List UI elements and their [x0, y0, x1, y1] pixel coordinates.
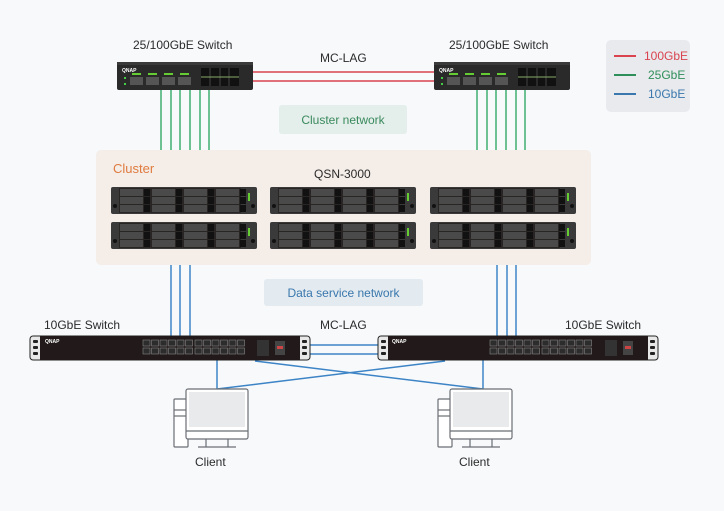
- switch-port: [567, 347, 575, 355]
- switch-port: [515, 347, 523, 355]
- bottom-left-switch-label: 10GbE Switch: [44, 318, 121, 332]
- client-label-left: Client: [195, 455, 226, 469]
- switch-port: [541, 339, 550, 347]
- switch-port: [584, 339, 592, 347]
- switch-port: [532, 347, 540, 355]
- switch-port: [489, 339, 498, 347]
- switch-port: [142, 339, 151, 347]
- right-10gbe-links: [496, 265, 517, 336]
- switch-port: [185, 339, 193, 347]
- switch-port: [567, 339, 575, 347]
- client-links: [216, 360, 484, 390]
- switch-port: [498, 339, 506, 347]
- legend-label-25gbe: 25GbE: [648, 68, 686, 82]
- switch-port: [550, 347, 558, 355]
- left-25gbe-links: [160, 89, 210, 152]
- svg-text:QNAP: QNAP: [45, 339, 60, 345]
- svg-text:QNAP: QNAP: [439, 68, 454, 74]
- svg-text:QNAP: QNAP: [392, 339, 407, 345]
- switch-port: [237, 339, 245, 347]
- switch-port: [550, 339, 558, 347]
- legend-item-100gbe: 100GbE: [614, 49, 688, 63]
- nas-node: [111, 187, 257, 214]
- bottom-left-switch: QNAP: [29, 335, 311, 361]
- switch-port: [220, 339, 228, 347]
- bottom-mc-lag-label: MC-LAG: [320, 318, 367, 332]
- nas-node: [430, 222, 576, 249]
- switch-port: [532, 339, 540, 347]
- switch-port: [523, 339, 532, 347]
- switch-port: [203, 339, 211, 347]
- right-25gbe-links: [476, 89, 526, 152]
- switch-port: [159, 347, 168, 355]
- switch-port: [575, 347, 584, 355]
- switch-port: [151, 339, 159, 347]
- switch-port: [176, 339, 185, 347]
- legend-line-10gbe: [614, 93, 636, 95]
- client-computer-left: [173, 388, 249, 448]
- top-mc-lag-label: MC-LAG: [320, 51, 367, 65]
- switch-port: [506, 339, 515, 347]
- cluster-model-label: QSN-3000: [314, 167, 371, 181]
- switch-port: [575, 339, 584, 347]
- switch-port: [220, 347, 228, 355]
- switch-port: [515, 339, 523, 347]
- switch-port: [151, 347, 159, 355]
- legend-line-100gbe: [614, 55, 636, 57]
- client-computer-right: [437, 388, 513, 448]
- switch-port: [194, 339, 203, 347]
- switch-port: [558, 339, 567, 347]
- client-label-right: Client: [459, 455, 490, 469]
- cluster-network-tag: Cluster network: [279, 105, 407, 134]
- cluster-label: Cluster: [113, 161, 155, 176]
- legend-item-10gbe: 10GbE: [614, 87, 685, 101]
- switch-port: [168, 339, 176, 347]
- switch-port: [211, 347, 220, 355]
- switch-port: [168, 347, 176, 355]
- switch-port: [203, 347, 211, 355]
- top-right-switch: QNAP: [434, 62, 570, 90]
- bottom-right-switch: QNAP: [377, 335, 659, 361]
- svg-text:QNAP: QNAP: [122, 68, 137, 74]
- switch-port: [176, 347, 185, 355]
- top-left-switch: QNAP: [117, 62, 253, 90]
- left-10gbe-links: [170, 265, 191, 336]
- switch-port: [584, 347, 592, 355]
- top-right-switch-label: 25/100GbE Switch: [449, 38, 549, 52]
- top-left-switch-label: 25/100GbE Switch: [133, 38, 233, 52]
- switch-port: [228, 339, 237, 347]
- nas-node: [270, 187, 416, 214]
- switch-port: [194, 347, 203, 355]
- switch-port: [523, 347, 532, 355]
- nas-node: [111, 222, 257, 249]
- switch-port: [541, 347, 550, 355]
- bottom-right-switch-label: 10GbE Switch: [565, 318, 642, 332]
- switch-port: [211, 339, 220, 347]
- switch-port: [489, 347, 498, 355]
- switch-port: [498, 347, 506, 355]
- switch-port: [142, 347, 151, 355]
- legend: 100GbE 25GbE 10GbE: [606, 40, 690, 112]
- switch-port: [159, 339, 168, 347]
- nas-node: [430, 187, 576, 214]
- legend-item-25gbe: 25GbE: [614, 68, 685, 82]
- switch-port: [558, 347, 567, 355]
- legend-label-10gbe: 10GbE: [648, 87, 686, 101]
- nas-nodes: [111, 187, 576, 249]
- switch-port: [185, 347, 193, 355]
- data-service-network-tag: Data service network: [264, 279, 423, 306]
- nas-node: [270, 222, 416, 249]
- legend-line-25gbe: [614, 74, 636, 76]
- switch-port: [228, 347, 237, 355]
- switch-port: [237, 347, 245, 355]
- legend-label-100gbe: 100GbE: [644, 49, 689, 63]
- switch-port: [506, 347, 515, 355]
